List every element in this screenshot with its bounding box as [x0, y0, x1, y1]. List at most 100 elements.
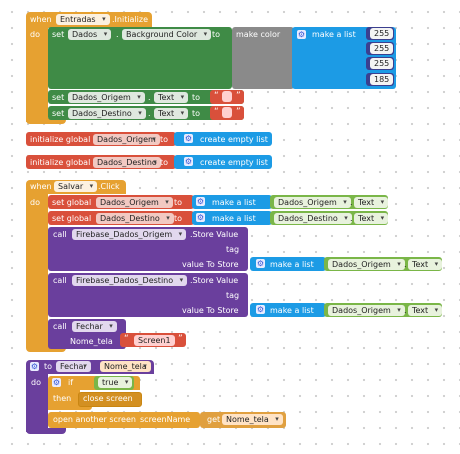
number-value-3[interactable]: 255	[370, 58, 394, 69]
when-label: when	[30, 182, 52, 191]
event-salvar-body-rail	[26, 194, 48, 348]
procedure-name-field[interactable]: Fechar	[56, 361, 91, 372]
screen-name-label: screenName	[140, 415, 191, 424]
gear-icon[interactable]: ⚙	[256, 305, 265, 314]
number-value-1[interactable]: 255	[370, 28, 394, 39]
value-to-store-label: value To Store	[182, 260, 239, 269]
boolean-dropdown-true[interactable]: true	[98, 377, 133, 388]
method-name: .Store Value	[190, 276, 239, 285]
global-var-dropdown[interactable]: Dados_Origem	[96, 197, 173, 208]
procedure-dropdown-fechar[interactable]: Fechar	[72, 321, 117, 332]
component-dropdown-dados-origem[interactable]: Dados_Origem	[274, 197, 351, 208]
create-empty-list-label: create empty list	[200, 158, 268, 167]
property-dropdown-text[interactable]: Text	[354, 197, 389, 208]
to-label: to	[174, 198, 183, 207]
make-a-list-block[interactable]	[192, 211, 272, 225]
property-dropdown-text[interactable]: Text	[408, 259, 443, 270]
to-label: to	[160, 135, 169, 144]
component-dropdown-firebase-origem[interactable]: Firebase_Dados_Origem	[72, 229, 187, 240]
procedure-body-rail	[26, 374, 48, 432]
component-dropdown-dados-destino[interactable]: Dados_Destino	[68, 108, 146, 119]
procedure-foot	[26, 428, 66, 434]
component-dropdown-salvar[interactable]: Salvar	[54, 181, 98, 192]
quote-left: “	[124, 334, 129, 344]
then-label: then	[53, 394, 72, 403]
make-color-block[interactable]	[232, 27, 294, 89]
component-dropdown-dados[interactable]: Dados	[68, 29, 112, 40]
component-dropdown-dados-origem[interactable]: Dados_Origem	[68, 92, 145, 103]
set-global-label: set global	[52, 198, 92, 207]
make-a-list-block[interactable]	[250, 303, 326, 317]
gear-icon[interactable]: ⚙	[184, 134, 193, 143]
quote-right: ”	[178, 334, 183, 344]
gear-icon[interactable]: ⚙	[184, 157, 193, 166]
make-a-list-label: make a list	[212, 198, 256, 207]
dot: .	[148, 93, 151, 102]
component-dropdown-dados-origem[interactable]: Dados_Origem	[328, 259, 405, 270]
make-color-label: make color	[236, 30, 281, 39]
component-dropdown-entradas[interactable]: Entradas	[56, 14, 110, 25]
call-label: call	[53, 276, 67, 285]
tag-label: tag	[226, 291, 240, 300]
to-label: to	[212, 30, 221, 39]
global-var-dropdown[interactable]: Dados_Destino	[96, 213, 174, 224]
gear-icon[interactable]: ⚙	[196, 213, 205, 222]
value-to-store-label: value To Store	[182, 306, 239, 315]
component-dropdown-dados-origem[interactable]: Dados_Origem	[328, 305, 405, 316]
property-dropdown-text[interactable]: Text	[408, 305, 443, 316]
make-a-list-block[interactable]	[250, 257, 326, 271]
create-empty-list-block[interactable]	[174, 155, 272, 169]
get-label: get	[207, 415, 221, 424]
set-label: set	[52, 30, 65, 39]
call-label: call	[53, 322, 67, 331]
when-label: when	[30, 15, 52, 24]
open-another-screen-label: open another screen	[53, 415, 136, 424]
quote-right: ”	[236, 91, 241, 101]
to-label: to	[174, 214, 183, 223]
initialize-global-label: initialize global	[30, 135, 91, 144]
if-label: if	[68, 378, 74, 387]
empty-string-field[interactable]	[222, 91, 232, 102]
component-dropdown-firebase-destino[interactable]: Firebase_Dados_Destino	[72, 275, 188, 286]
method-name: .Store Value	[190, 230, 239, 239]
gear-icon[interactable]: ⚙	[30, 362, 39, 371]
quote-left: “	[214, 107, 219, 117]
dot: .	[350, 198, 353, 207]
gear-icon[interactable]: ⚙	[297, 30, 306, 39]
do-label: do	[30, 30, 40, 39]
property-dropdown-text[interactable]: Text	[154, 92, 189, 103]
number-value-2[interactable]: 255	[370, 43, 394, 54]
create-empty-list-block[interactable]	[174, 132, 272, 146]
event-salvar-foot	[26, 346, 66, 352]
gear-icon[interactable]: ⚙	[196, 197, 205, 206]
event-name: .Click	[98, 182, 120, 191]
to-label: to	[160, 158, 169, 167]
make-a-list-label: make a list	[270, 260, 314, 269]
property-dropdown-text[interactable]: Text	[354, 213, 389, 224]
tag-label: tag	[226, 245, 240, 254]
make-a-list-block[interactable]	[192, 195, 272, 209]
close-screen-block[interactable]	[78, 392, 142, 407]
dot: .	[116, 30, 119, 39]
quote-right: ”	[236, 107, 241, 117]
create-empty-list-label: create empty list	[200, 135, 268, 144]
global-name-field[interactable]: Dados_Destino	[93, 157, 161, 168]
gear-icon[interactable]: ⚙	[256, 259, 265, 268]
property-dropdown-background-color[interactable]: Background Color	[122, 29, 212, 40]
component-dropdown-dados-destino[interactable]: Dados_Destino	[274, 213, 352, 224]
make-a-list-label: make a list	[270, 306, 314, 315]
open-another-screen-block[interactable]	[48, 412, 200, 428]
global-name-field[interactable]: Dados_Origem	[93, 134, 160, 145]
make-a-list-label: make a list	[312, 30, 356, 39]
procedure-param-field[interactable]: Nome_tela	[100, 361, 151, 372]
gear-icon[interactable]: ⚙	[52, 378, 61, 387]
property-dropdown-text[interactable]: Text	[154, 108, 189, 119]
variable-dropdown-nome-tela[interactable]: Nome_tela	[222, 414, 283, 425]
to-label: to	[192, 109, 201, 118]
event-name: .Initialize	[112, 15, 149, 24]
close-screen-label: close screen	[83, 394, 133, 403]
number-value-4[interactable]: 185	[370, 74, 394, 85]
initialize-global-label: initialize global	[30, 158, 91, 167]
empty-string-field[interactable]	[222, 107, 232, 118]
string-field-screen1[interactable]: Screen1	[134, 335, 175, 346]
